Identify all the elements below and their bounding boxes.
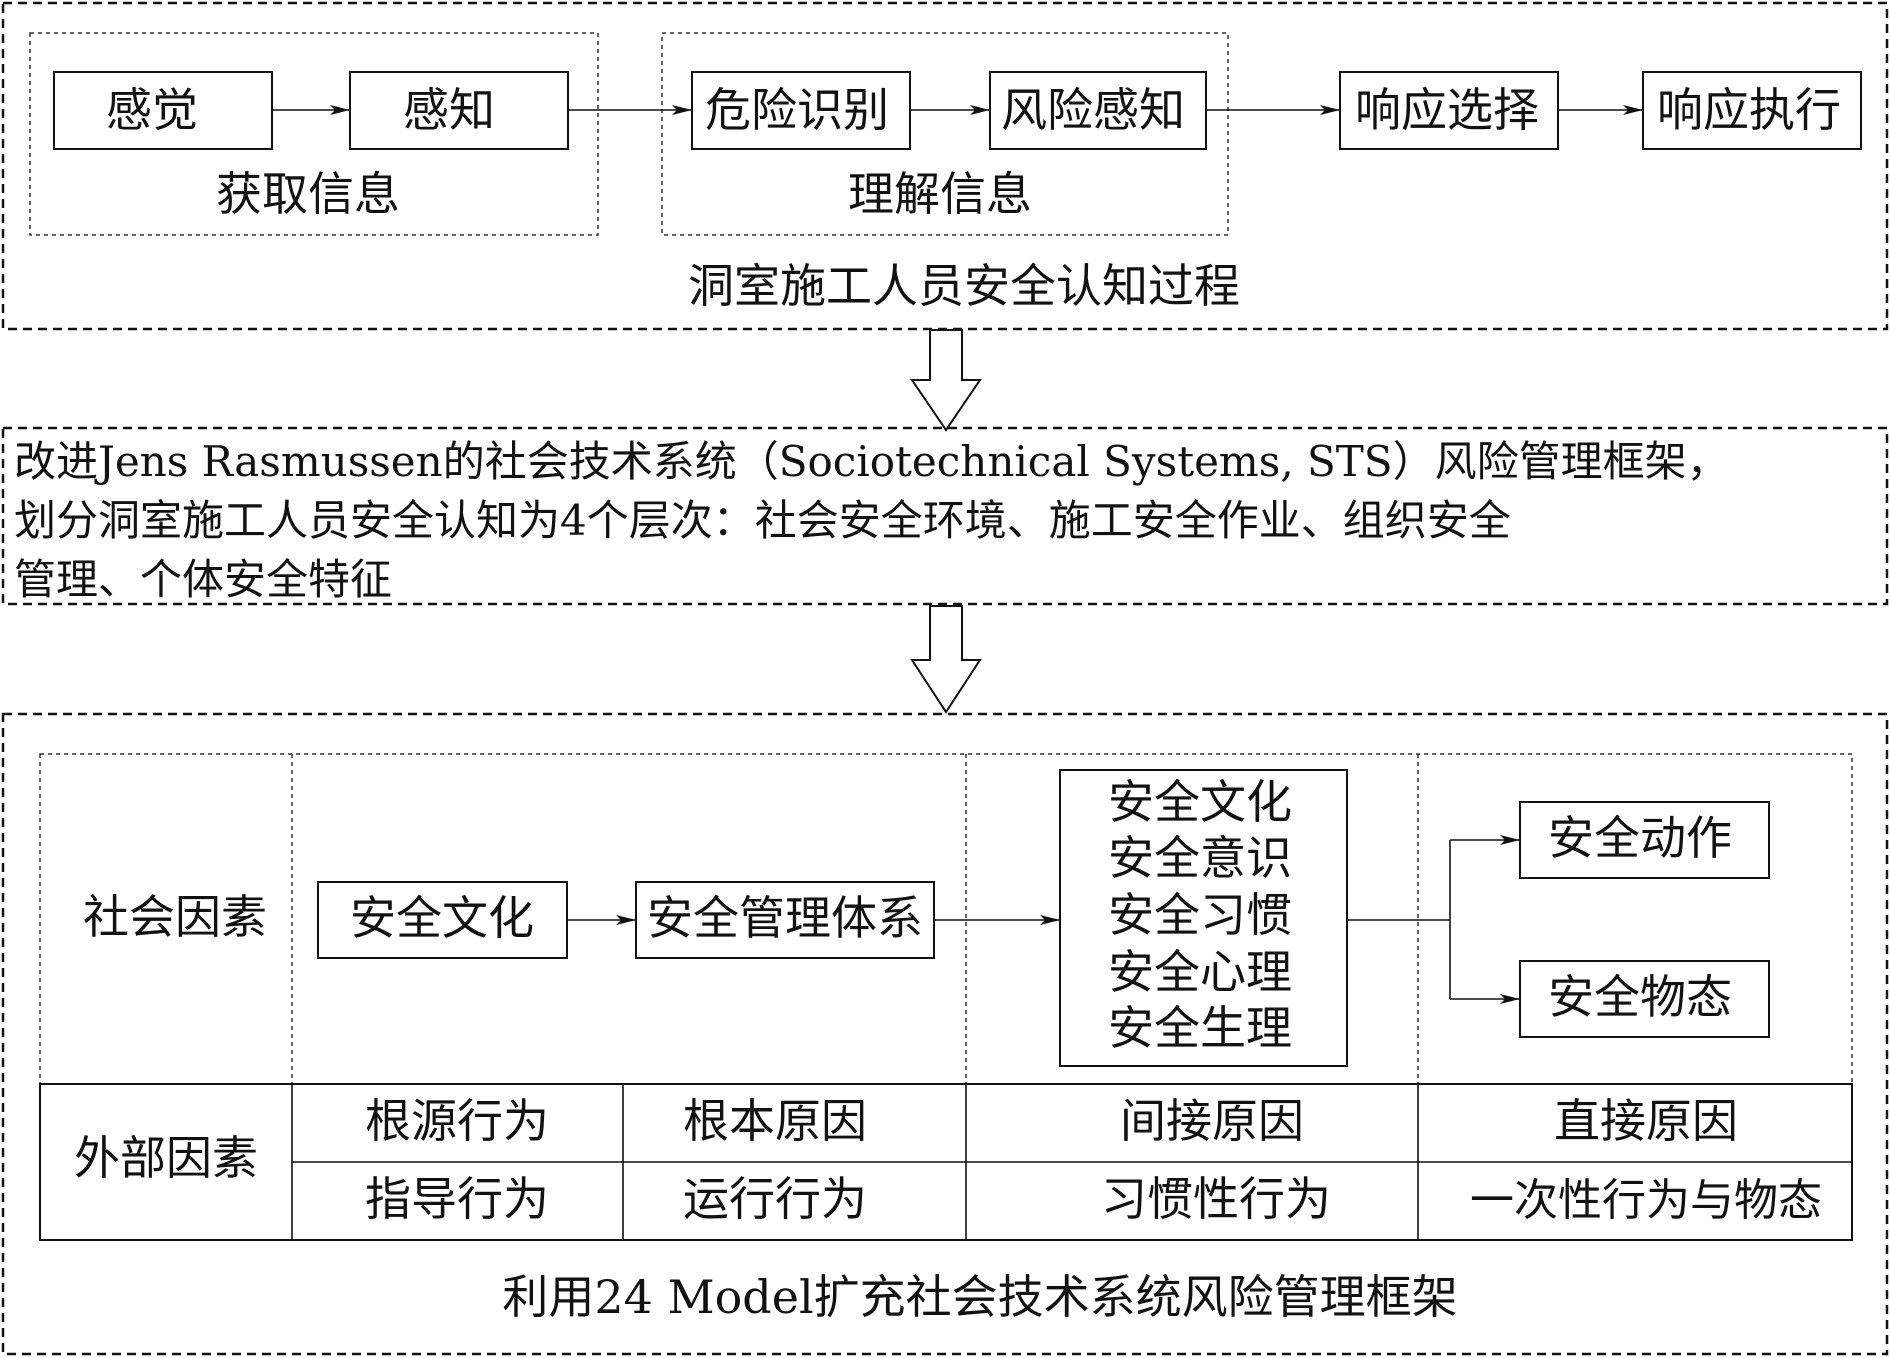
- step-hazard-identification-label: 危险识别: [705, 83, 889, 137]
- safety-management-system-box: [635, 881, 935, 959]
- social-factors-label: 社会因素: [83, 890, 267, 944]
- behavior-one-time: 一次性行为与物态: [1470, 1175, 1822, 1226]
- individual-factor-4: 安全心理: [1108, 945, 1292, 999]
- behavior-guidance: 指导行为: [365, 1172, 549, 1226]
- cause-root-behavior: 根源行为: [365, 1094, 549, 1148]
- acquire-info-group: [29, 32, 599, 236]
- step-response-selection-label: 响应选择: [1355, 83, 1539, 137]
- cause-root-cause: 根本原因: [683, 1094, 867, 1148]
- behavior-operation: 运行行为: [683, 1172, 867, 1226]
- safety-culture-box: [317, 881, 568, 959]
- individual-factor-1: 安全文化: [1108, 775, 1292, 829]
- step-sensation-box: [53, 71, 273, 150]
- model24-frame: [1, 712, 1889, 1356]
- hollow-down-arrow-1: [910, 329, 982, 432]
- safe-state-box: [1519, 960, 1770, 1038]
- step-response-execution-box: [1642, 71, 1862, 150]
- individual-factors-box: [1059, 769, 1348, 1067]
- step-response-execution-label: 响应执行: [1657, 83, 1841, 137]
- cause-direct: 直接原因: [1554, 1094, 1738, 1148]
- model24-caption: 利用24 Model扩充社会技术系统风险管理框架: [502, 1270, 1457, 1324]
- step-risk-perception-label: 风险感知: [1001, 83, 1185, 137]
- framework-description: 改进Jens Rasmussen的社会技术系统（Sociotechnical S…: [14, 432, 1874, 609]
- safety-culture-label: 安全文化: [350, 891, 534, 945]
- safe-action-box: [1519, 801, 1770, 879]
- individual-factor-5: 安全生理: [1108, 1001, 1292, 1055]
- framework-text-line-1: 改进Jens Rasmussen的社会技术系统（Sociotechnical S…: [14, 437, 1729, 486]
- step-perception-label: 感知: [403, 83, 495, 137]
- step-hazard-identification-box: [691, 71, 911, 150]
- safe-action-label: 安全动作: [1548, 811, 1732, 865]
- behavior-habitual: 习惯性行为: [1101, 1172, 1331, 1226]
- framework-text-frame: [1, 426, 1889, 606]
- cause-indirect: 间接原因: [1120, 1094, 1304, 1148]
- acquire-info-label: 获取信息: [216, 167, 400, 221]
- understand-info-group: [661, 32, 1229, 236]
- external-factors-label: 外部因素: [74, 1131, 258, 1185]
- cognition-process-caption: 洞室施工人员安全认知过程: [688, 259, 1240, 313]
- hollow-down-arrow-2: [910, 605, 982, 714]
- individual-factor-3: 安全习惯: [1108, 888, 1292, 942]
- safe-state-label: 安全物态: [1548, 970, 1732, 1024]
- step-risk-perception-box: [989, 71, 1207, 150]
- framework-text-line-3: 管理、个体安全特征: [14, 555, 393, 604]
- safety-management-system-label: 安全管理体系: [647, 891, 923, 945]
- framework-text-line-2: 划分洞室施工人员安全认知为4个层次：社会安全环境、施工安全作业、组织安全: [14, 496, 1511, 545]
- understand-info-label: 理解信息: [848, 167, 1032, 221]
- step-sensation-label: 感觉: [106, 83, 198, 137]
- individual-factor-2: 安全意识: [1108, 831, 1292, 885]
